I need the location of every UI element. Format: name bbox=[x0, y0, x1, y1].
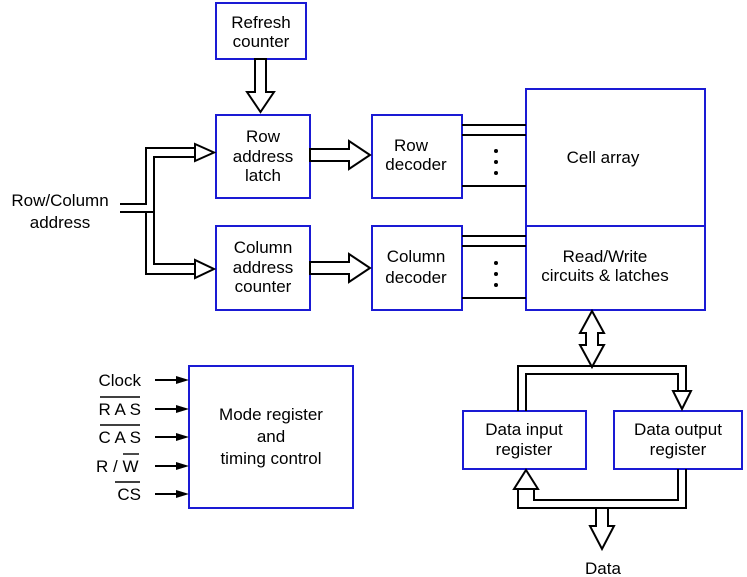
row-address-latch-label-3: latch bbox=[245, 166, 281, 185]
data-to-output-register-wires bbox=[517, 365, 687, 411]
row-column-address-label-2: address bbox=[30, 213, 90, 232]
row-latch-to-row-decoder-arrow bbox=[309, 139, 372, 171]
address-to-column-counter-arrow bbox=[194, 258, 217, 280]
cell-array-block: Cell array bbox=[525, 88, 706, 227]
column-address-counter-label-2: address bbox=[233, 258, 293, 277]
data-to-output-register-arrow bbox=[671, 390, 693, 412]
mode-register-label-2: and bbox=[257, 427, 285, 446]
column-decoder-label-2: decoder bbox=[385, 268, 447, 287]
row-decoder-block: Row decoder bbox=[371, 114, 463, 199]
row-address-latch-label-1: Row bbox=[246, 127, 281, 146]
control-signal-cs: CS bbox=[115, 481, 189, 504]
ras-label: R A S bbox=[98, 400, 141, 419]
data-bus-arrow bbox=[588, 507, 616, 552]
read-write-label-2: circuits & latches bbox=[541, 266, 669, 285]
data-output-register-block: Data output register bbox=[613, 410, 743, 470]
address-bus-wires bbox=[120, 147, 196, 275]
address-to-row-latch-arrow bbox=[194, 142, 217, 163]
data-input-label-2: register bbox=[496, 440, 553, 459]
control-signal-clock: Clock bbox=[98, 371, 189, 390]
data-output-label-1: Data output bbox=[634, 420, 722, 439]
rw-label: R / W bbox=[96, 457, 139, 476]
rw-label-w: W bbox=[122, 457, 138, 476]
refresh-to-row-latch-arrow bbox=[245, 58, 276, 114]
output-to-input-register-arrow bbox=[512, 468, 540, 490]
row-address-latch-label-2: address bbox=[233, 147, 293, 166]
read-write-label-1: Read/Write bbox=[563, 247, 648, 266]
data-input-register-block: Data input register bbox=[462, 410, 587, 470]
output-to-input-register-wires bbox=[517, 469, 687, 509]
read-write-block: Read/Write circuits & latches bbox=[525, 225, 706, 311]
data-input-label-1: Data input bbox=[485, 420, 563, 439]
cas-label: C A S bbox=[98, 428, 141, 447]
refresh-counter-label-1: Refresh bbox=[231, 13, 291, 32]
mode-register-label-3: timing control bbox=[220, 449, 321, 468]
cell-array-label: Cell array bbox=[567, 148, 640, 167]
row-decoder-output-lines bbox=[462, 124, 526, 187]
control-signal-cas: C A S bbox=[98, 424, 189, 447]
column-decoder-output-lines bbox=[462, 235, 526, 299]
column-address-counter-label-1: Column bbox=[234, 238, 293, 257]
row-column-address-label-1: Row/Column bbox=[11, 191, 108, 210]
mode-register-block: Mode register and timing control bbox=[188, 365, 354, 509]
row-address-latch-block: Row address latch bbox=[215, 114, 311, 199]
column-decoder-block: Column decoder bbox=[371, 225, 463, 311]
column-counter-to-column-decoder-arrow bbox=[309, 252, 372, 284]
refresh-counter-label-2: counter bbox=[233, 32, 290, 51]
cs-label: CS bbox=[117, 485, 141, 504]
control-signal-rw: R / W bbox=[96, 453, 189, 476]
column-decoder-label-1: Column bbox=[387, 247, 446, 266]
control-signal-ras: R A S bbox=[98, 396, 189, 419]
row-decoder-label-1: Row bbox=[394, 136, 429, 155]
row-decoder-label-2: decoder bbox=[385, 155, 447, 174]
column-address-counter-label-3: counter bbox=[235, 277, 292, 296]
data-output-label-2: register bbox=[650, 440, 707, 459]
read-write-data-double-arrow bbox=[578, 308, 606, 370]
rw-label-prefix: R / bbox=[96, 457, 122, 476]
column-address-counter-block: Column address counter bbox=[215, 225, 311, 311]
clock-label: Clock bbox=[98, 371, 141, 390]
refresh-counter-block: Refresh counter bbox=[215, 2, 307, 60]
data-label: Data bbox=[585, 559, 621, 577]
mode-register-label-1: Mode register bbox=[219, 405, 323, 424]
